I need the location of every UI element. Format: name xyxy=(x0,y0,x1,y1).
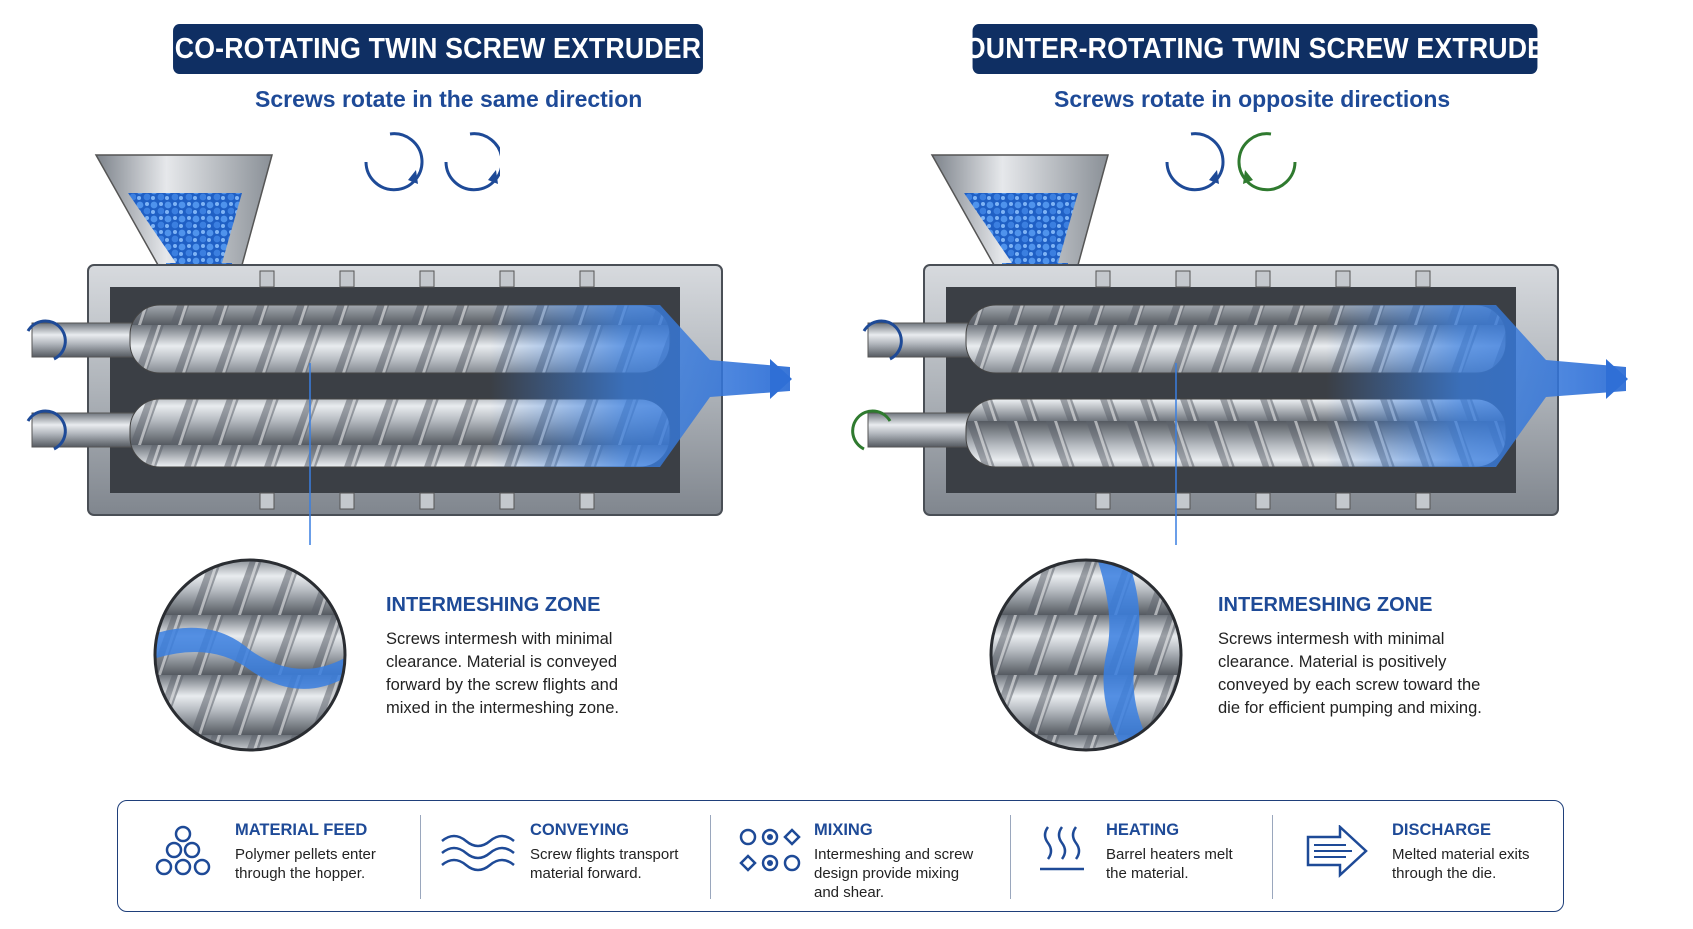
intermeshing-zoom-circle xyxy=(989,558,1183,752)
intermeshing-zone-title: INTERMESHING ZONE xyxy=(1218,594,1433,616)
legend-desc-line: the material. xyxy=(1106,865,1189,882)
legend-desc-line: design provide mixing xyxy=(814,865,960,882)
legend-item-heating: HEATING Barrel heaters melt the material… xyxy=(1038,813,1278,901)
co-rotating-title: CO-ROTATING TWIN SCREW EXTRUDER xyxy=(173,24,703,74)
legend-title: CONVEYING xyxy=(530,821,630,839)
pellets-icon xyxy=(155,825,211,876)
legend-desc-line: Melted material exits xyxy=(1392,846,1530,863)
legend-title: MIXING xyxy=(814,821,873,839)
counter-rotating-extruder-illustration xyxy=(851,154,1628,545)
legend-item-mixing: MIXING Intermeshing and screw design pro… xyxy=(738,813,998,901)
arrow-icon xyxy=(1306,825,1368,878)
process-legend-bar: MATERIAL FEED Polymer pellets enter thro… xyxy=(117,800,1564,912)
legend-desc-line: and shear. xyxy=(814,884,885,901)
legend-desc-line: Intermeshing and screw xyxy=(814,846,974,863)
legend-divider xyxy=(710,815,711,899)
same-direction-rotation-icon xyxy=(364,132,500,192)
opposite-direction-rotation-icon xyxy=(1165,132,1297,192)
counter-rotating-title: COUNTER-ROTATING TWIN SCREW EXTRUDER xyxy=(945,24,1564,74)
intermeshing-zone-text: Screws intermesh with minimal clearance.… xyxy=(1218,630,1482,717)
waves-icon xyxy=(441,834,515,872)
legend-title: DISCHARGE xyxy=(1392,821,1492,839)
legend-divider xyxy=(420,815,421,899)
counter-rotating-panel: COUNTER-ROTATING TWIN SCREW EXTRUDER Scr… xyxy=(836,0,1682,790)
intermeshing-zoom-circle xyxy=(153,558,347,752)
legend-item-conveying: CONVEYING Screw flights transport materi… xyxy=(440,813,700,901)
legend-divider xyxy=(1272,815,1273,899)
co-rotating-extruder-illustration xyxy=(26,154,792,545)
co-rotating-panel: CO-ROTATING TWIN SCREW EXTRUDER Screws r… xyxy=(0,0,846,790)
legend-desc-line: through the hopper. xyxy=(235,865,366,882)
legend-desc-line: Screw flights transport xyxy=(530,846,679,863)
legend-title: HEATING xyxy=(1106,821,1180,839)
counter-rotating-subtitle: Screws rotate in opposite directions xyxy=(1054,86,1451,112)
intermeshing-zone-title: INTERMESHING ZONE xyxy=(386,594,601,616)
legend-title: MATERIAL FEED xyxy=(235,821,368,839)
legend-desc-line: Barrel heaters melt xyxy=(1106,846,1233,863)
legend-divider xyxy=(1010,815,1011,899)
intermeshing-zone-text: Screws intermesh with minimal clearance.… xyxy=(386,630,619,717)
legend-desc-line: material forward. xyxy=(530,865,642,882)
legend-item-discharge: DISCHARGE Melted material exits through … xyxy=(1306,813,1546,901)
legend-desc-line: Polymer pellets enter xyxy=(235,846,376,863)
legend-desc-line: through the die. xyxy=(1392,865,1497,882)
heat-icon xyxy=(1040,826,1084,871)
legend-item-material-feed: MATERIAL FEED Polymer pellets enter thro… xyxy=(152,813,412,901)
co-rotating-subtitle: Screws rotate in the same direction xyxy=(255,86,643,112)
mixing-icon xyxy=(739,828,801,872)
